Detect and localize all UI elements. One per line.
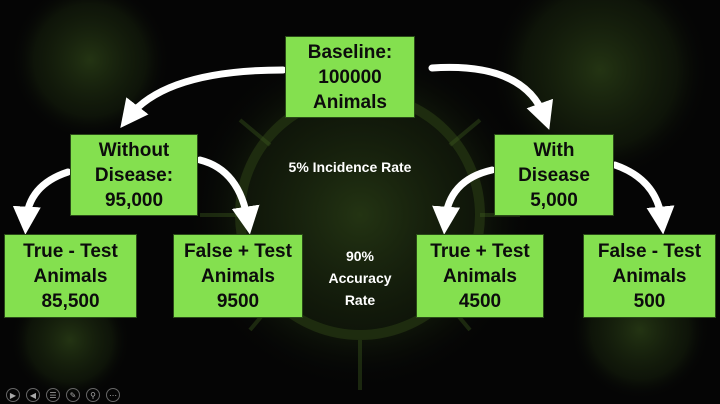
- false-positive-line-3: 9500: [216, 290, 260, 312]
- with-disease-line-3: 5,000: [530, 189, 578, 211]
- accuracy-line-1: 90%: [345, 248, 375, 264]
- false-negative-line-3: 500: [633, 290, 666, 312]
- arrow-baseline-to-with: [428, 63, 553, 130]
- arrow-with-to-false-negative: [611, 161, 675, 235]
- true-positive-box: True + Test Animals 4500: [416, 234, 544, 318]
- menu-icon[interactable]: ☰: [46, 388, 60, 402]
- without-disease-line-2: Disease:: [94, 164, 174, 186]
- arrow-without-to-true-negative: [12, 168, 72, 235]
- incidence-rate-text: 5% Incidence Rate: [288, 159, 412, 175]
- without-disease-line-3: 95,000: [104, 189, 164, 211]
- presentation-toolbar: ▶ ◀ ☰ ✎ ⚲ ⋯: [6, 388, 120, 402]
- accuracy-line-3: Rate: [344, 292, 376, 308]
- accuracy-line-2: Accuracy: [328, 270, 392, 286]
- true-positive-line-2: Animals: [443, 265, 517, 287]
- with-disease-line-2: Disease: [518, 164, 590, 186]
- pen-icon[interactable]: ✎: [66, 388, 80, 402]
- zoom-icon[interactable]: ⚲: [86, 388, 100, 402]
- baseline-line-2: 100000: [318, 66, 382, 88]
- false-positive-line-1: False + Test: [184, 240, 292, 262]
- more-icon[interactable]: ⋯: [106, 388, 120, 402]
- without-disease-line-1: Without: [98, 139, 170, 161]
- true-positive-line-3: 4500: [458, 290, 502, 312]
- without-disease-box: Without Disease: 95,000: [70, 134, 198, 216]
- false-negative-box: False - Test Animals 500: [583, 234, 716, 318]
- accuracy-rate-label: 90% Accuracy Rate: [318, 245, 402, 311]
- true-negative-line-2: Animals: [33, 265, 108, 287]
- baseline-line-3: Animals: [313, 91, 387, 113]
- false-positive-box: False + Test Animals 9500: [173, 234, 303, 318]
- arrow-with-to-true-positive: [432, 166, 496, 235]
- arrow-baseline-to-without: [120, 66, 287, 128]
- true-negative-box: True - Test Animals 85,500: [4, 234, 137, 318]
- arrow-without-to-false-positive: [196, 156, 260, 235]
- false-negative-line-1: False - Test: [597, 240, 702, 262]
- incidence-rate-label: 5% Incidence Rate: [270, 156, 430, 178]
- false-positive-line-2: Animals: [201, 265, 275, 287]
- previous-icon[interactable]: ◀: [26, 388, 40, 402]
- play-icon[interactable]: ▶: [6, 388, 20, 402]
- with-disease-line-1: With: [533, 139, 575, 161]
- baseline-box: Baseline: 100000 Animals: [285, 36, 415, 118]
- false-negative-line-2: Animals: [612, 265, 687, 287]
- true-negative-line-3: 85,500: [41, 290, 100, 312]
- with-disease-box: With Disease 5,000: [494, 134, 614, 216]
- true-positive-line-1: True + Test: [430, 240, 530, 262]
- baseline-line-1: Baseline:: [307, 41, 393, 63]
- true-negative-line-1: True - Test: [23, 240, 118, 262]
